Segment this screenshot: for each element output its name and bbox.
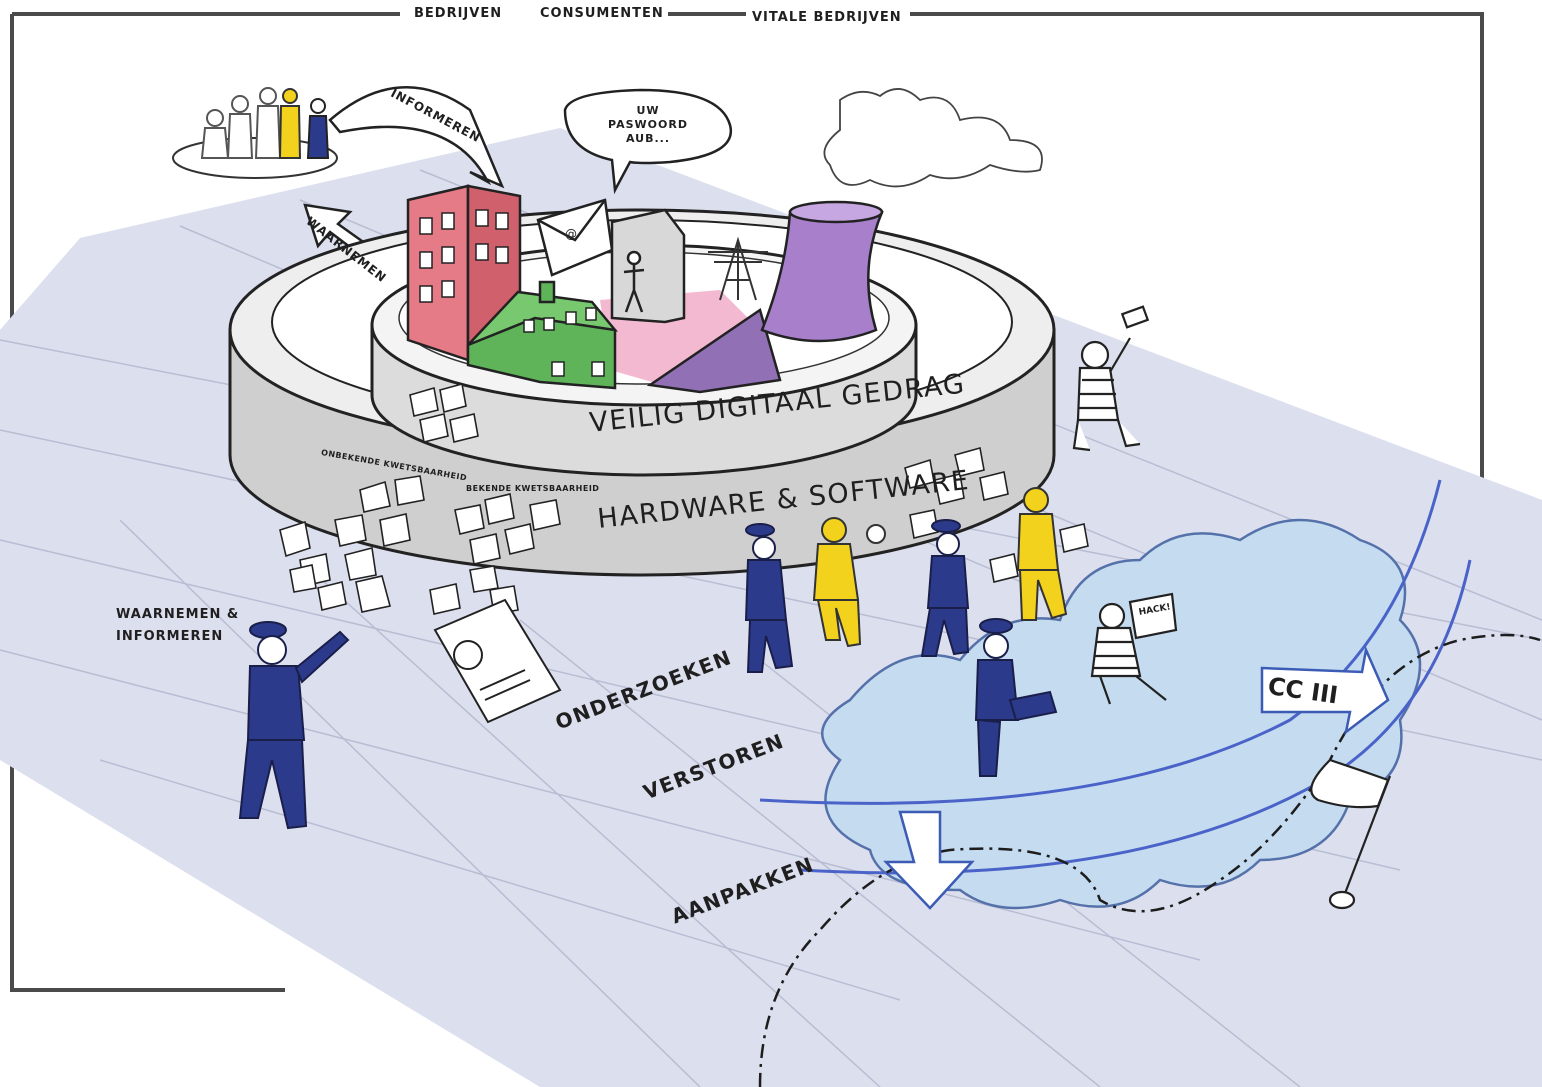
power-pylon-icon: [708, 236, 768, 301]
informeren-arrow: [328, 86, 505, 189]
login-door: [610, 208, 686, 324]
frame-line: [10, 12, 1484, 992]
house: [466, 280, 619, 390]
label-waarnemen-informeren: Waarnemen & Informeren: [116, 607, 240, 644]
paper-pile-unknown: [279, 475, 425, 613]
svg-text:@: @: [565, 227, 577, 241]
paper-pile-known: [429, 493, 561, 615]
burglar-figure: [1072, 305, 1150, 452]
police-officer-pointing: [238, 621, 350, 830]
speech-bubble-text: Uw paswoord aub...: [608, 104, 688, 145]
smoke-cloud: [823, 88, 1043, 188]
observer-figures: [200, 87, 282, 159]
police-figure-small: [306, 98, 330, 159]
label-bedrijven: Bedrijven: [410, 6, 507, 21]
boundary-arcs: [759, 479, 1472, 875]
paper-pile-right: [904, 446, 1089, 583]
yellow-investigator: [812, 517, 886, 648]
attack-trail: [758, 633, 1541, 1087]
label-bekende-kwetsbaarheid: Bekende kwetsbaarheid: [466, 484, 600, 493]
paper-pile-inner: [409, 382, 479, 443]
goal-flag: [1310, 758, 1392, 910]
hacker-figure: [1090, 592, 1178, 705]
label-vitale-bedrijven: Vitale bedrijven: [748, 10, 906, 25]
id-document: [433, 598, 562, 724]
label-consumenten: Consumenten: [536, 6, 668, 21]
police-officer-kicking: [974, 618, 1058, 777]
aanpakken-arrow: [883, 810, 975, 910]
police-officer-defending: [920, 519, 970, 657]
yellow-staff-arms-up: [1016, 487, 1068, 621]
cc-arrow: [1260, 645, 1390, 735]
yellow-staff-figure: [278, 88, 302, 159]
speech-bubble: [563, 88, 733, 195]
cooling-tower: [646, 200, 884, 394]
police-officer-binoculars: [744, 523, 794, 673]
